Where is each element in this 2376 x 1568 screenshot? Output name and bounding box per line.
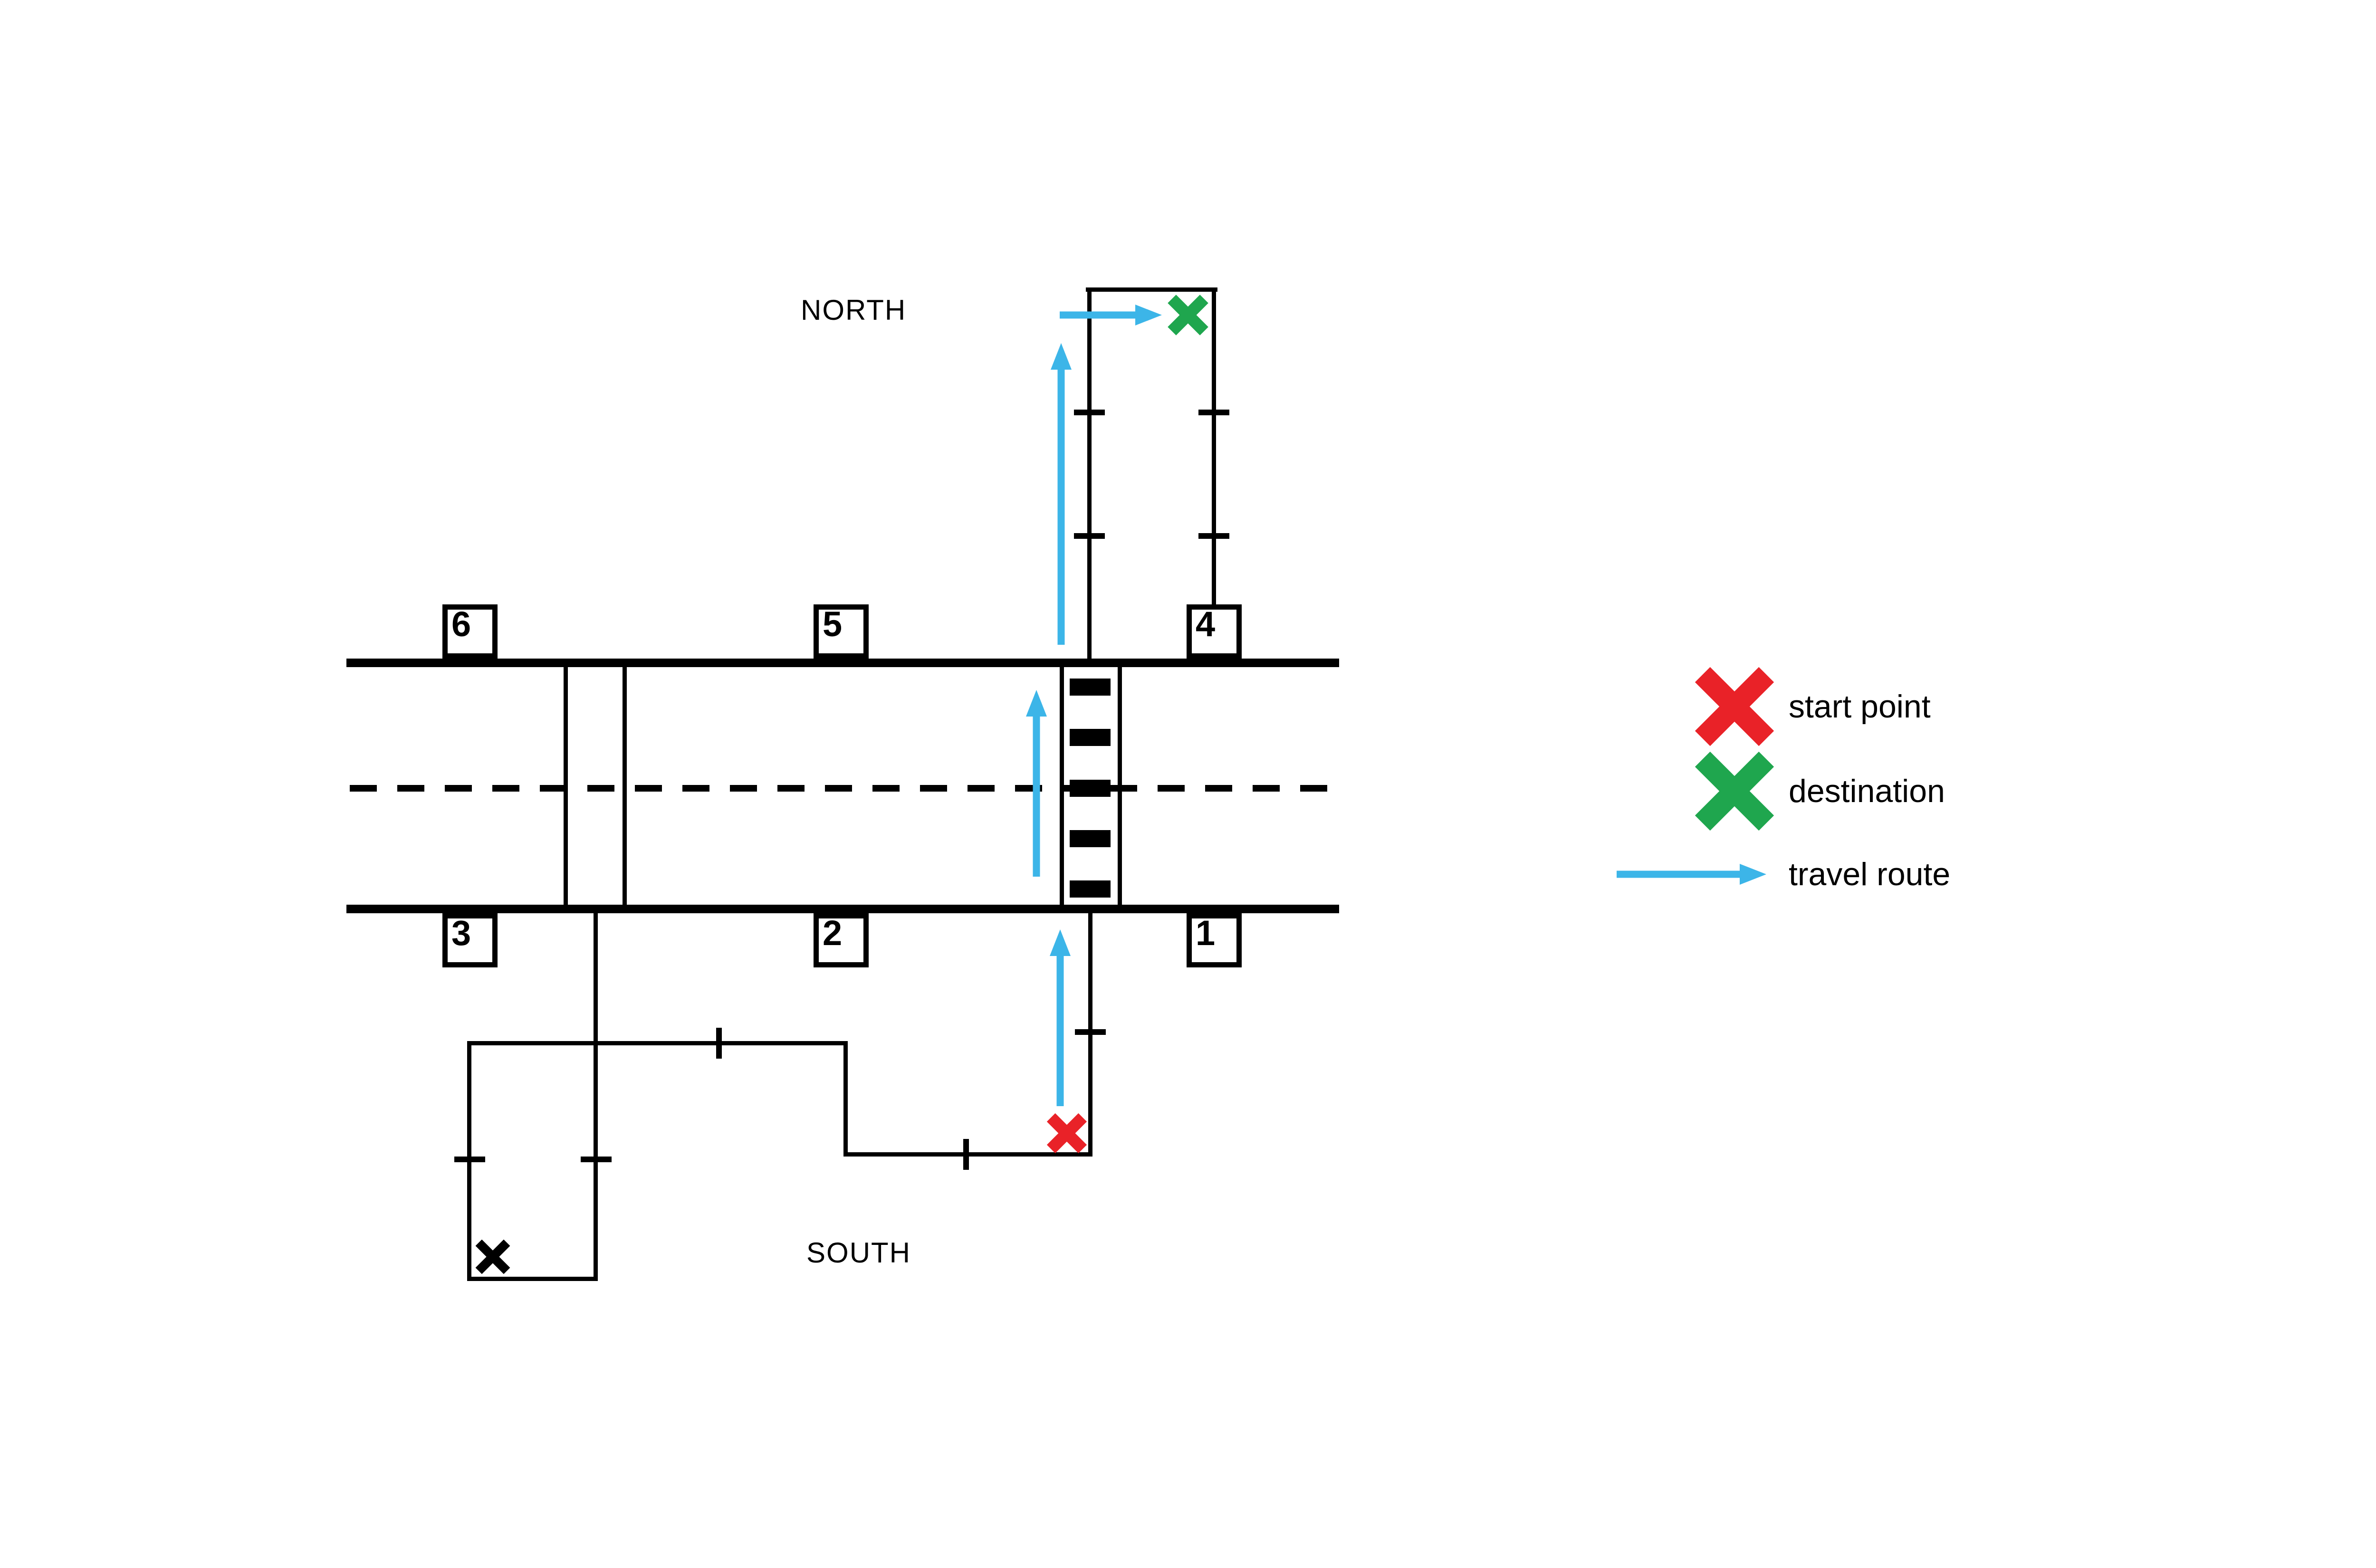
north-corridor-right-wall — [1212, 292, 1216, 659]
location-box-number: 2 — [823, 913, 843, 953]
road-center-dashed-line — [350, 785, 1336, 792]
north-label: NORTH — [801, 294, 907, 326]
legend-start-point-label: start point — [1789, 688, 1931, 725]
tick-mark — [963, 1139, 969, 1170]
location-box-number: 5 — [823, 604, 843, 644]
south-path-vertical-right — [1088, 913, 1092, 1157]
arrowhead-icon — [1026, 690, 1047, 717]
route-arrow-north-corridor — [1051, 343, 1072, 645]
south-side-street — [594, 913, 598, 1281]
location-box-number: 4 — [1196, 604, 1216, 644]
zebra-stripe — [1070, 679, 1111, 696]
unlabeled-cross-marker — [474, 1238, 512, 1276]
arrow-shaft — [1056, 955, 1064, 1106]
arrowhead-icon — [1050, 929, 1071, 956]
south-path-horizontal-left — [467, 1041, 848, 1045]
location-box-2: 2 — [814, 913, 869, 967]
tick-mark — [1198, 410, 1229, 415]
north-corridor-end-cap — [1086, 287, 1217, 292]
legend-travel-route-icon — [1617, 864, 1766, 885]
tick-mark — [1074, 533, 1105, 539]
south-label: SOUTH — [806, 1237, 911, 1269]
location-box-number: 6 — [451, 604, 471, 644]
arrowhead-icon — [1135, 305, 1162, 325]
tick-mark — [454, 1157, 485, 1162]
crosswalk-right-border — [1118, 667, 1122, 905]
location-box-5: 5 — [814, 604, 869, 659]
south-path-bottom-segment — [467, 1277, 598, 1281]
arrowhead-icon — [1740, 864, 1766, 885]
legend-destination-icon — [1687, 744, 1782, 839]
location-box-number: 3 — [451, 913, 471, 953]
south-path-vertical-mid — [843, 1041, 848, 1157]
zebra-stripe — [1070, 830, 1111, 847]
road-top-edge — [346, 659, 1339, 667]
arrow-shaft — [1057, 369, 1065, 645]
zebra-stripe — [1070, 880, 1111, 898]
location-box-6: 6 — [442, 604, 498, 659]
zebra-stripe — [1070, 780, 1111, 797]
side-street-right-line — [623, 667, 627, 905]
legend-travel-route-label: travel route — [1789, 856, 1951, 892]
route-arrow-to-destination — [1060, 305, 1162, 325]
road-bottom-edge — [346, 905, 1339, 913]
location-box-1: 1 — [1187, 913, 1242, 967]
crosswalk-left-border — [1060, 667, 1064, 905]
location-box-number: 1 — [1196, 913, 1216, 953]
tick-mark — [1198, 533, 1229, 539]
arrowhead-icon — [1051, 343, 1072, 370]
legend-start-point-icon — [1687, 659, 1782, 754]
arrow-shaft — [1617, 870, 1741, 878]
tick-mark — [581, 1157, 612, 1162]
side-street-left-line — [564, 667, 568, 905]
location-box-3: 3 — [442, 913, 498, 967]
route-arrow-south-approach — [1050, 929, 1071, 1106]
location-box-4: 4 — [1187, 604, 1242, 659]
north-corridor-left-wall — [1087, 292, 1092, 659]
tick-mark — [1074, 410, 1105, 415]
legend-destination-label: destination — [1789, 773, 1945, 809]
tick-mark — [716, 1028, 722, 1059]
arrow-shaft — [1033, 716, 1040, 877]
tick-mark — [1075, 1029, 1106, 1035]
start-point-marker — [1044, 1111, 1089, 1156]
arrow-shaft — [1060, 311, 1136, 319]
destination-marker — [1165, 292, 1211, 338]
zebra-stripe — [1070, 729, 1111, 746]
route-arrow-crossing-road — [1026, 690, 1047, 877]
